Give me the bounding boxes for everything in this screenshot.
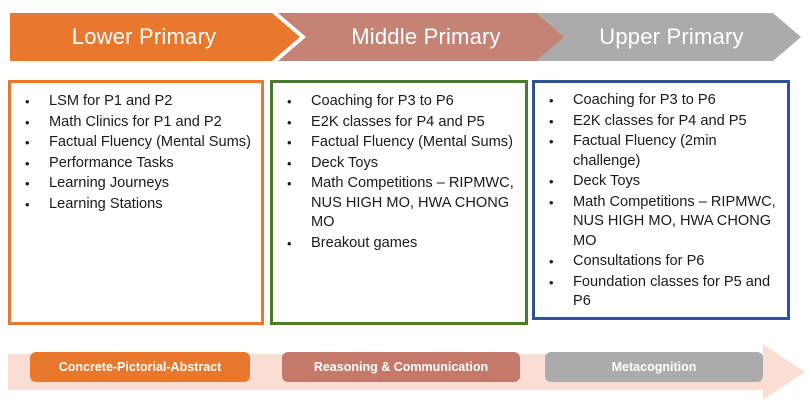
list-item: • Coaching for P3 to P6 <box>541 91 781 111</box>
list-item-label: Factual Fluency (2min challenge) <box>573 133 717 169</box>
bullet-icon: • <box>25 135 30 150</box>
bullet-icon: • <box>549 274 554 290</box>
list-item-label: Coaching for P3 to P6 <box>311 93 454 109</box>
list-item: • Factual Fluency (Mental Sums) <box>279 133 519 153</box>
bullet-icon: • <box>25 196 30 212</box>
focus-pill-concrete-pictorial-abstract[interactable]: Concrete-Pictorial-Abstract <box>30 352 250 382</box>
list-item: • Breakout games <box>279 234 519 254</box>
focus-pill-metacognition[interactable]: Metacognition <box>545 352 763 382</box>
list-item: • Learning Stations <box>17 195 255 215</box>
stage-chevron-upper-primary[interactable]: Upper Primary <box>536 13 801 61</box>
list-item-label: Factual Fluency (Mental Sums) <box>311 134 513 150</box>
bullet-icon: • <box>287 114 292 130</box>
bullet-icon: • <box>287 135 292 150</box>
programme-box-middle-primary: • Coaching for P3 to P6 • E2K classes fo… <box>270 80 528 325</box>
list-item: • Math Competitions – RIPMWC, NUS HIGH M… <box>541 193 781 252</box>
list-item: • Deck Toys <box>541 172 781 192</box>
list-item-label: Factual Fluency (Mental Sums) <box>49 134 251 150</box>
bullet-icon: • <box>549 174 554 189</box>
bullet-icon: • <box>549 113 554 129</box>
list-item: • E2K classes for P4 and P5 <box>541 112 781 132</box>
bullet-icon: • <box>25 94 30 109</box>
bullet-icon: • <box>287 94 292 109</box>
list-item-label: Learning Stations <box>49 195 163 212</box>
list-item: • LSM for P1 and P2 <box>17 92 255 112</box>
list-item-label: Deck Toys <box>311 154 379 171</box>
list-item: • Math Clinics for P1 and P2 <box>17 113 255 133</box>
stage-chevron-middle-primary[interactable]: Middle Primary <box>278 13 568 61</box>
list-item: • Factual Fluency (Mental Sums) <box>17 133 255 153</box>
list-item-label: E2K classes for P4 and P5 <box>311 113 485 130</box>
stage-chevron-label: Middle Primary <box>351 24 501 49</box>
bullet-icon: • <box>287 235 292 251</box>
bullet-icon: • <box>549 254 554 269</box>
list-item-label: Math Competitions – RIPMWC, NUS HIGH MO,… <box>311 175 514 230</box>
list-item-label: Math Competitions – RIPMWC, NUS HIGH MO,… <box>573 193 776 249</box>
focus-pill-label: Concrete-Pictorial-Abstract <box>58 360 222 374</box>
bullet-icon: • <box>25 155 30 171</box>
list-item-label: Breakout games <box>311 234 418 251</box>
programme-box-lower-primary: • LSM for P1 and P2 • Math Clinics for P… <box>8 80 264 325</box>
focus-pill-label: Reasoning & Communication <box>313 360 489 374</box>
programme-list-lower-primary: • LSM for P1 and P2 • Math Clinics for P… <box>11 83 261 221</box>
list-item: • Consultations for P6 <box>541 252 781 272</box>
bullet-icon: • <box>25 176 30 191</box>
list-item: • Learning Journeys <box>17 174 255 194</box>
focus-pill-reasoning-communication[interactable]: Reasoning & Communication <box>282 352 520 382</box>
list-item: • Performance Tasks <box>17 154 255 174</box>
programme-box-upper-primary: • Coaching for P3 to P6 • E2K classes fo… <box>532 80 790 320</box>
list-item-label: Deck Toys <box>573 173 641 189</box>
list-item: • Coaching for P3 to P6 <box>279 92 519 112</box>
list-item-label: LSM for P1 and P2 <box>49 93 173 109</box>
bullet-icon: • <box>549 194 554 210</box>
list-item-label: Consultations for P6 <box>573 253 705 269</box>
stage-chevron-lower-primary[interactable]: Lower Primary <box>10 13 300 61</box>
list-item: • E2K classes for P4 and P5 <box>279 113 519 133</box>
list-item: • Deck Toys <box>279 154 519 174</box>
list-item-label: Foundation classes for P5 and P6 <box>573 273 771 310</box>
bullet-icon: • <box>25 114 30 130</box>
list-item-label: Performance Tasks <box>49 154 174 171</box>
list-item-label: Learning Journeys <box>49 175 170 191</box>
list-item-label: Coaching for P3 to P6 <box>573 92 716 108</box>
stage-chevron-label: Lower Primary <box>71 24 217 49</box>
programme-list-middle-primary: • Coaching for P3 to P6 • E2K classes fo… <box>273 83 525 260</box>
programme-list-upper-primary: • Coaching for P3 to P6 • E2K classes fo… <box>535 83 787 319</box>
list-item: • Math Competitions – RIPMWC, NUS HIGH M… <box>279 174 519 233</box>
stage-chevron-label: Upper Primary <box>599 24 744 49</box>
focus-pill-label: Metacognition <box>611 360 697 374</box>
bullet-icon: • <box>287 155 292 171</box>
list-item: • Foundation classes for P5 and P6 <box>541 273 781 312</box>
stage-chevron-band: Lower Primary Middle Primary Upper Prima… <box>10 13 801 61</box>
list-item-label: Math Clinics for P1 and P2 <box>49 113 222 130</box>
bullet-icon: • <box>549 93 554 108</box>
bullet-icon: • <box>549 134 554 149</box>
list-item: • Factual Fluency (2min challenge) <box>541 132 781 171</box>
list-item-label: E2K classes for P4 and P5 <box>573 112 747 129</box>
bullet-icon: • <box>287 176 292 191</box>
